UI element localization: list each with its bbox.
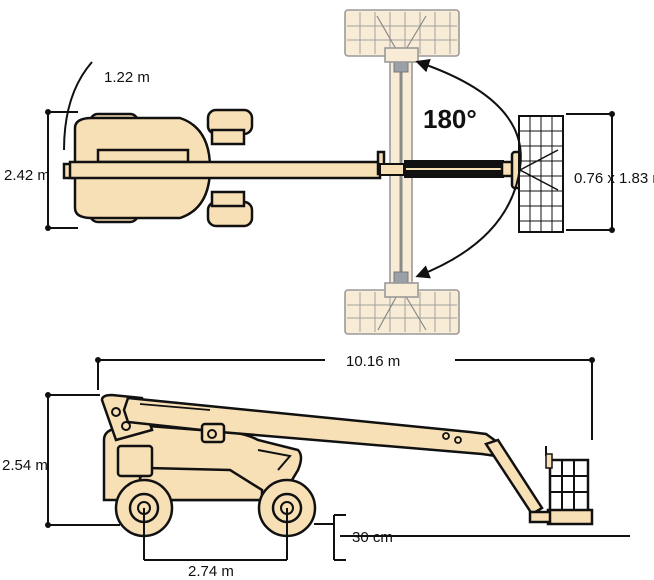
stowed-height-dimension	[45, 392, 120, 528]
ghost-platform-top	[344, 9, 460, 63]
platform-size-label: 0.76 x 1.83 m	[574, 170, 654, 187]
side-view: 10.16 m 2.54 m	[2, 353, 630, 580]
top-view: 180° 2.42 m 1.22 m 0.76 x 1.83 m	[4, 9, 654, 335]
overall-length-dimension	[95, 357, 595, 440]
boom-side-view	[122, 396, 544, 516]
ground-clearance-label: 30 cm	[352, 529, 393, 546]
ghost-platform-bottom	[344, 282, 460, 335]
swing-angle-label: 180°	[423, 104, 477, 134]
platform-side-view	[528, 446, 594, 526]
overall-width-label: 2.42 m	[4, 167, 50, 184]
turning-radius-label: 1.22 m	[104, 69, 150, 86]
platform-top-view	[518, 115, 564, 233]
stowed-height-label: 2.54 m	[2, 457, 48, 474]
overall-width-dimension	[45, 109, 78, 231]
turning-radius-arc	[63, 61, 93, 151]
overall-length-label: 10.16 m	[346, 353, 400, 370]
wheelbase-label: 2.74 m	[188, 563, 234, 580]
wheelbase-dimension	[143, 508, 288, 561]
platform-size-dimension	[566, 111, 615, 233]
ground-clearance-dimension	[314, 514, 346, 561]
swing-arc-arrow	[415, 58, 522, 279]
